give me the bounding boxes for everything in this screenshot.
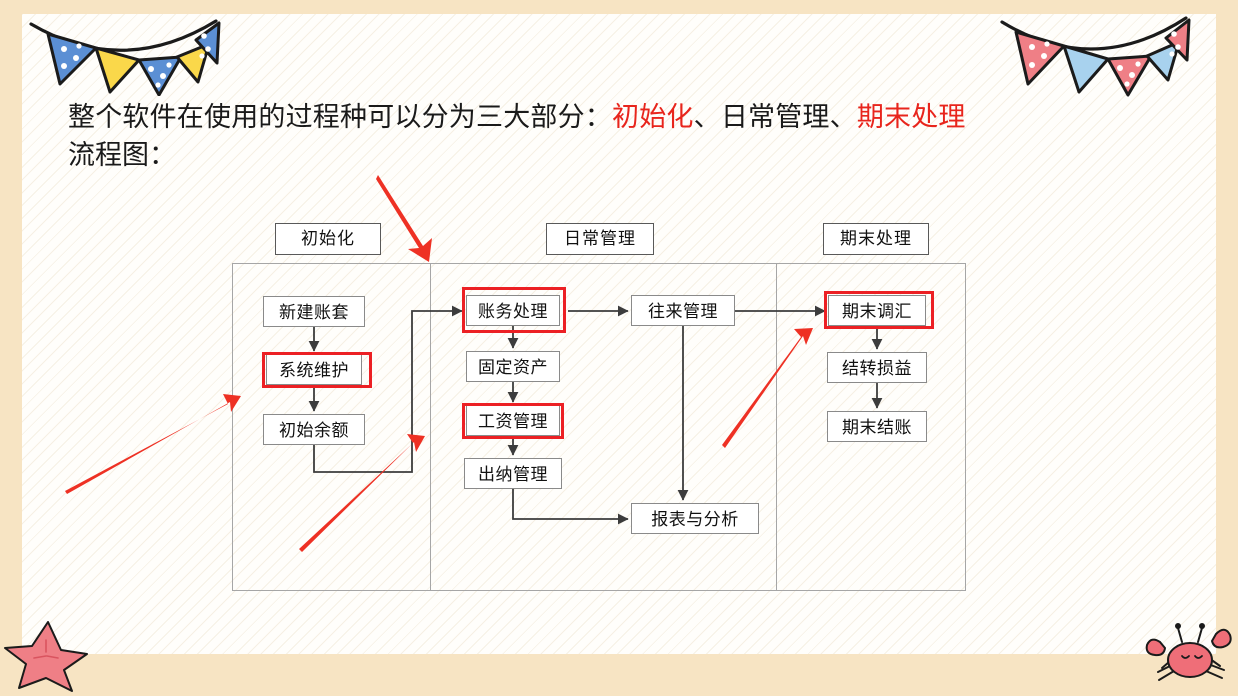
headline-separator-1: 、 (693, 102, 721, 132)
column-divider-2 (776, 263, 777, 591)
headline-highlight-init: 初始化 (612, 102, 694, 132)
crab-decoration (1140, 612, 1232, 695)
node-sysmaint[interactable]: 系统维护 (266, 354, 362, 385)
headline-separator-2: 、 (829, 102, 857, 132)
column-header-daily: 日常管理 (546, 223, 654, 255)
headline-part-daily: 日常管理 (720, 102, 830, 132)
highlight-box-salary (462, 403, 564, 439)
node-initbal[interactable]: 初始余额 (263, 414, 365, 445)
highlight-box-acct (462, 287, 566, 333)
bunting-right-decoration (996, 10, 1191, 105)
column-header-close: 期末处理 (823, 223, 929, 255)
node-current[interactable]: 往来管理 (631, 295, 735, 326)
column-header-init: 初始化 (275, 223, 381, 255)
starfish-decoration (2, 618, 88, 696)
headline-highlight-close: 期末处理 (856, 102, 966, 132)
node-newset[interactable]: 新建账套 (263, 296, 365, 327)
subtitle-flowchart-label: 流程图： (68, 140, 176, 170)
bunting-left-decoration (26, 16, 221, 101)
node-report[interactable]: 报表与分析 (631, 503, 759, 534)
node-asset[interactable]: 固定资产 (466, 351, 560, 382)
node-fx[interactable]: 期末调汇 (828, 295, 926, 326)
headline-prefix: 整个软件在使用的过程种可以分为三大部分： (68, 102, 612, 132)
page-title: 整个软件在使用的过程种可以分为三大部分：初始化、日常管理、期末处理 (68, 98, 1168, 136)
node-acct[interactable]: 账务处理 (466, 295, 560, 326)
slide-paper-background (22, 14, 1216, 654)
node-closing[interactable]: 期末结账 (827, 411, 927, 442)
highlight-box-fx (824, 291, 934, 329)
column-divider-1 (430, 263, 431, 591)
node-pl[interactable]: 结转损益 (827, 352, 927, 383)
node-cashier[interactable]: 出纳管理 (464, 458, 562, 489)
highlight-box-sysmaint (262, 352, 372, 388)
